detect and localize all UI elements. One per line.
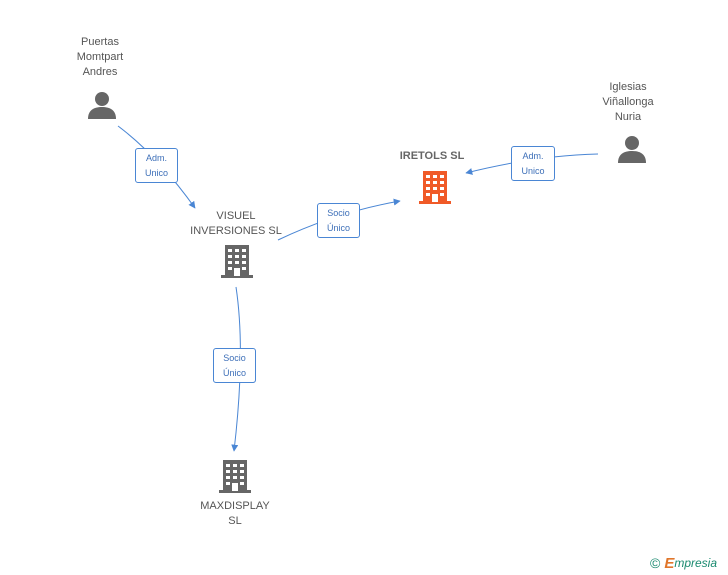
node-label-line: INVERSIONES SL bbox=[190, 225, 282, 237]
edge-label-line: Adm. bbox=[145, 153, 167, 163]
node-label-line: SL bbox=[228, 515, 242, 527]
node-label-line: Puertas bbox=[81, 36, 119, 48]
edge-label-line: Adm. bbox=[522, 151, 544, 161]
copyright-symbol: © bbox=[650, 555, 661, 571]
node-label-puertas: Puertas Momtpart Andres bbox=[70, 35, 130, 80]
node-label-maxdisplay: MAXDISPLAY SL bbox=[190, 499, 280, 529]
node-label-line: VISUEL bbox=[216, 210, 256, 222]
building-icon[interactable] bbox=[219, 460, 251, 493]
node-label-line: Momtpart bbox=[76, 51, 124, 63]
node-label-iglesias: Iglesias Viñallonga Nuria bbox=[595, 80, 661, 125]
brand-initial: E bbox=[664, 554, 675, 572]
edge-label-line: Unico bbox=[521, 166, 545, 176]
node-label-line: Iglesias bbox=[609, 81, 647, 93]
edge-label-line: Unico bbox=[144, 168, 168, 178]
person-icon[interactable] bbox=[617, 134, 647, 164]
edge-label-socio-unico[interactable]: Socio Único bbox=[213, 348, 256, 383]
edge-label-socio-unico[interactable]: Socio Único bbox=[317, 203, 360, 238]
edge-label-adm-unico[interactable]: Adm. Unico bbox=[511, 146, 555, 181]
node-label-iretols: IRETOLS SL bbox=[387, 149, 477, 164]
node-label-visuel: VISUEL INVERSIONES SL bbox=[186, 209, 286, 239]
node-label-line: Andres bbox=[82, 66, 118, 78]
brand-name: mpresia bbox=[674, 556, 718, 570]
edge-label-line: Único bbox=[326, 223, 350, 233]
building-icon[interactable] bbox=[419, 171, 451, 204]
edge-label-line: Único bbox=[222, 368, 246, 378]
footer-brand: © E mpresia bbox=[650, 553, 717, 573]
node-label-line: MAXDISPLAY bbox=[200, 500, 270, 512]
edge-label-line: Socio bbox=[223, 353, 246, 363]
person-icon[interactable] bbox=[87, 90, 117, 120]
node-label-line: Nuria bbox=[614, 111, 642, 123]
edge-label-line: Socio bbox=[327, 208, 350, 218]
edge-label-adm-unico[interactable]: Adm. Unico bbox=[135, 148, 178, 183]
node-label-line: IRETOLS SL bbox=[399, 150, 465, 162]
node-label-line: Viñallonga bbox=[602, 96, 654, 108]
building-icon[interactable] bbox=[221, 245, 253, 278]
